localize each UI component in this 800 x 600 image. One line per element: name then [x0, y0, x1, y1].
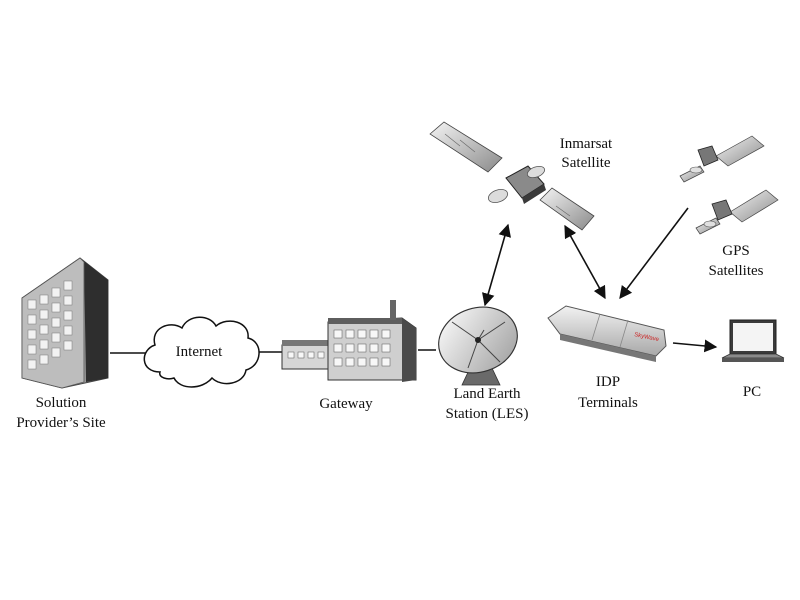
gps-label-line2: Satellites	[709, 263, 764, 279]
terminal-brand-label: SkyWave	[634, 332, 660, 343]
internet-label: Internet	[176, 344, 223, 360]
les-label-line1: Land Earth	[453, 386, 521, 402]
gateway-label: Gateway	[319, 396, 373, 412]
arrow-gps-idp	[619, 207, 689, 300]
inmarsat-label-line1: Inmarsat	[560, 136, 613, 152]
arrow-idp-pc	[672, 339, 718, 353]
terminal-icon: SkyWave	[547, 305, 667, 362]
gps-satellite-icon	[695, 189, 779, 235]
gps-satellite-icon	[679, 135, 765, 183]
building-icon	[21, 257, 109, 389]
factory-icon	[281, 300, 417, 382]
satellite-icon	[429, 121, 595, 231]
inmarsat-label-line2: Satellite	[561, 155, 610, 171]
les-label-line2: Station (LES)	[446, 406, 529, 422]
arrow-les-inmarsat	[482, 223, 511, 307]
arrow-inmarsat-idp	[564, 224, 606, 300]
dish-antenna-icon	[438, 306, 518, 386]
solution-label-line1: Solution	[36, 395, 87, 411]
laptop-icon	[721, 319, 785, 362]
idp-label-line1: IDP	[596, 374, 620, 390]
pc-label: PC	[743, 384, 761, 400]
idp-label-line2: Terminals	[578, 395, 638, 411]
gps-label-line1: GPS	[722, 243, 750, 259]
solution-label-line2: Provider’s Site	[16, 415, 106, 431]
cloud-icon	[143, 316, 260, 388]
